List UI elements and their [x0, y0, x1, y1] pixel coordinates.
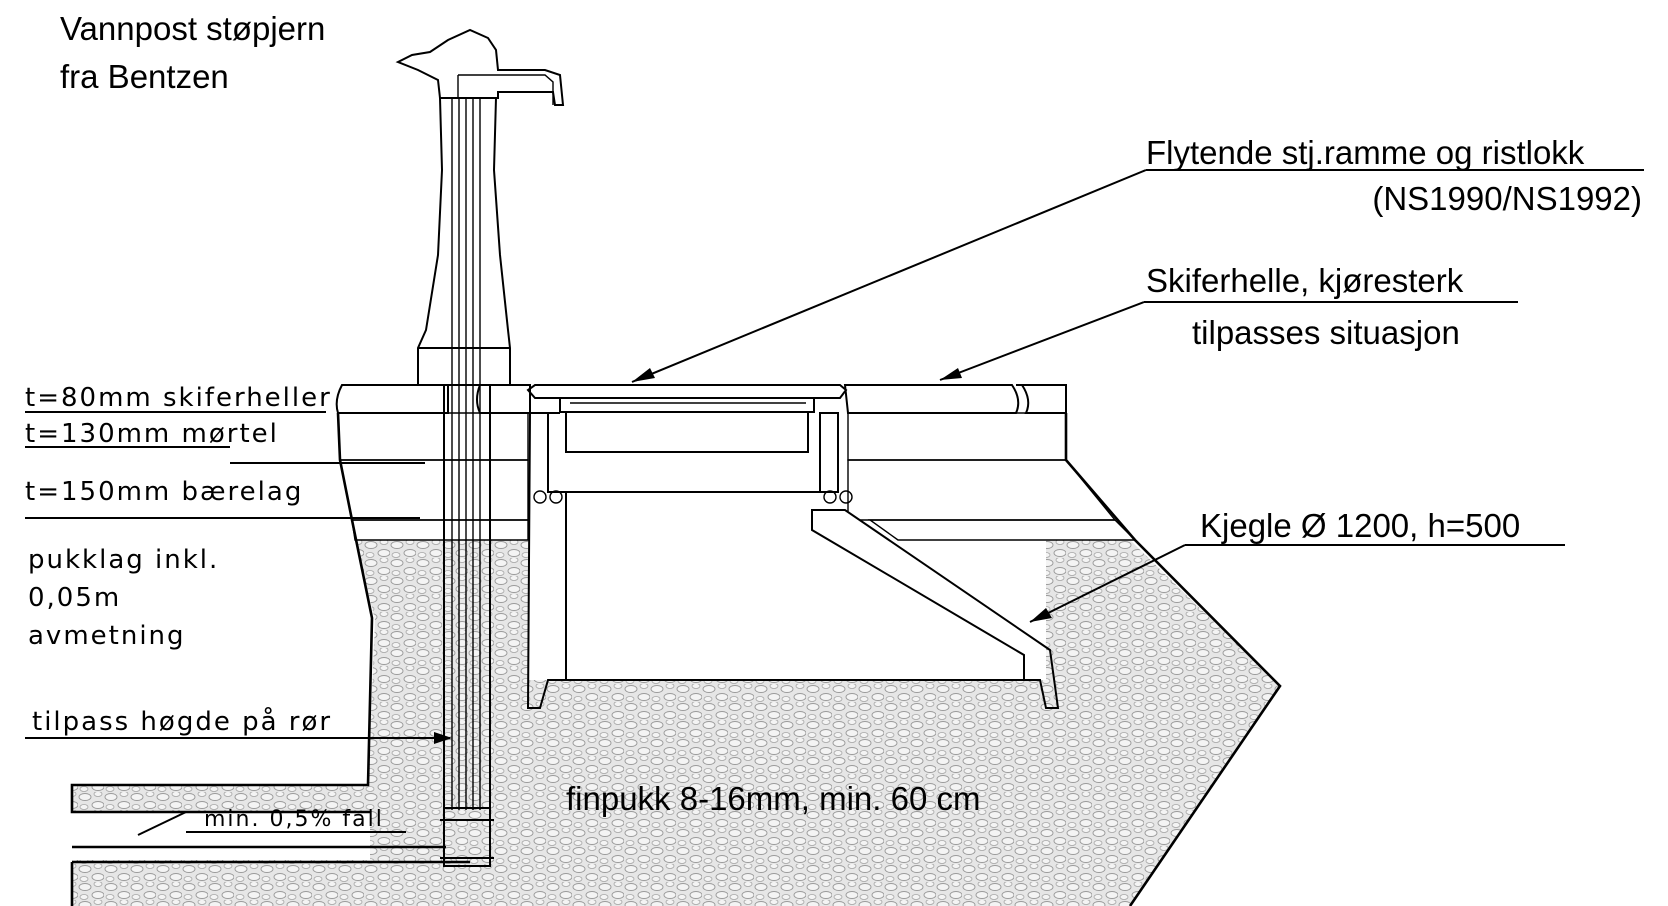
mortar-layer-left — [337, 412, 529, 461]
pipe-trench-gravel-lower — [72, 860, 492, 906]
gravel-fill-region — [72, 540, 1280, 906]
label-gravel-line2: 0,05m — [28, 583, 121, 613]
slate-slab-left — [335, 384, 449, 414]
label-frame-line2: (NS1990/NS1992) — [1372, 180, 1642, 217]
mortar-layer-right — [847, 412, 1067, 461]
label-fill: finpukk 8-16mm, min. 60 cm — [566, 780, 980, 817]
label-slab-line1: Skiferhelle, kjøresterk — [1146, 262, 1464, 299]
slate-slab-mid — [476, 384, 531, 414]
label-pipe-height: tilpass høgde på rør — [32, 706, 332, 737]
label-slab-line2: tilpasses situasjon — [1192, 314, 1460, 351]
drainage-layer-right — [867, 519, 1137, 541]
label-gravel-line3: avmetning — [28, 621, 186, 651]
leader-lines — [25, 169, 1644, 836]
ground-layers — [70, 384, 1282, 906]
manhole-cone — [526, 384, 1060, 709]
labels: Vannpost støpjern fra Bentzen Flytende s… — [25, 10, 1642, 832]
label-gravel-line1: pukklag inkl. — [28, 545, 219, 575]
hydrant-standpipe — [72, 28, 565, 867]
label-cone: Kjegle Ø 1200, h=500 — [1200, 507, 1520, 544]
label-hydrant-line2: fra Bentzen — [60, 58, 229, 95]
label-layer-base: t=150mm bærelag — [25, 477, 303, 507]
label-slope: min. 0,5% fall — [204, 807, 384, 832]
label-layer-mortar: t=130mm mørtel — [25, 419, 279, 449]
drainage-layer-left — [351, 519, 529, 541]
base-layer-left — [339, 459, 529, 521]
slate-slab-far — [1020, 384, 1067, 414]
pipe-trench-gravel — [72, 785, 462, 812]
frame-grate — [526, 384, 848, 399]
slate-slab-right — [843, 384, 1020, 414]
label-layer-slate: t=80mm skiferheller — [25, 383, 332, 413]
label-frame-line1: Flytende stj.ramme og ristlokk — [1146, 134, 1585, 171]
label-hydrant-line1: Vannpost støpjern — [60, 10, 325, 47]
